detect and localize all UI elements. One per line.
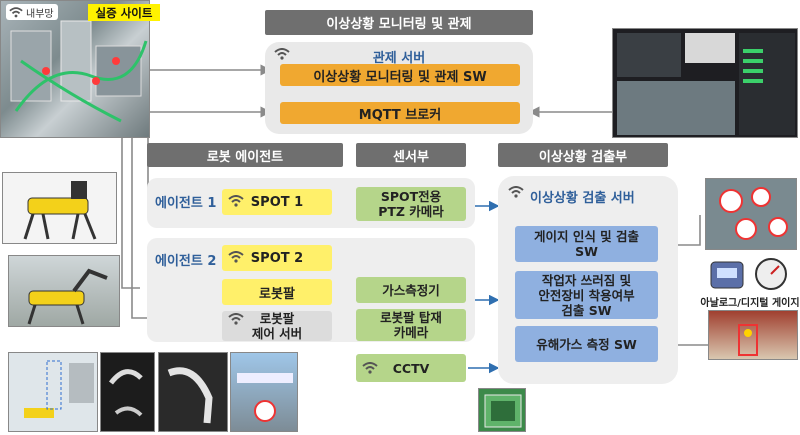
wifi-icon [228, 251, 244, 263]
gauge-detection-photo [705, 178, 797, 250]
gas-sw-box: 유해가스 측정 SW [515, 326, 658, 362]
site-photo [0, 0, 150, 138]
detect-server-title: 이상상황 검출 서버 [530, 191, 635, 206]
ptz-line1: SPOT전용 [380, 189, 442, 204]
spot-arm-art [27, 268, 108, 325]
gauge-camera-photo [230, 352, 298, 432]
arm-camera-line1: 로봇팔 탑재 [380, 310, 442, 325]
gauge-sw-line2: SW [575, 244, 598, 259]
test-site-photo [8, 352, 98, 432]
site-label: 실증 사이트 [88, 4, 160, 21]
gauge-sw-box: 게이지 인식 및 검출 SW [515, 226, 658, 262]
spot1-label: SPOT 1 [250, 194, 304, 210]
spot2-label: SPOT 2 [250, 250, 304, 266]
robot-arm-box: 로봇팔 [222, 279, 332, 305]
wifi-icon [274, 48, 290, 60]
gauge-sample-art [710, 258, 787, 290]
ppe-sw-line3: 검출 SW [561, 302, 612, 318]
arm-camera-line2: 카메라 [393, 325, 429, 340]
arm-camera-box: 로봇팔 탑재 카메라 [356, 309, 466, 341]
monitoring-screen-art [617, 33, 795, 135]
gauge-sample-icons [705, 256, 797, 292]
ptz-line2: PTZ 카메라 [378, 204, 444, 219]
arm-camera-photo-1 [100, 352, 155, 432]
worker-detection-photo [708, 310, 798, 360]
ppe-sw-line2: 안전장비 착용여부 [538, 287, 635, 303]
wifi-icon [228, 195, 244, 207]
line-agent2 [121, 138, 140, 289]
arm-camera-art-1 [109, 369, 143, 417]
gauge-detection-art [719, 187, 788, 240]
agent2-label: 에이전트 2 [155, 254, 217, 269]
cctv-art [484, 394, 522, 428]
worker-detection-art [738, 324, 758, 356]
ptz-camera-box: SPOT전용 PTZ 카메라 [356, 187, 466, 221]
arm-server-line2: 제어 서버 [251, 326, 303, 341]
monitoring-header: 이상상황 모니터링 및 관제 [265, 10, 533, 35]
site-photo-art [10, 20, 148, 123]
ppe-sw-line1: 작업자 쓰러짐 및 [541, 272, 632, 288]
spot2-box: SPOT 2 [222, 245, 332, 271]
cctv-box: CCTV [356, 354, 466, 382]
wifi-icon [228, 313, 244, 325]
sensor-header: 센서부 [356, 143, 466, 167]
arm-camera-photo-2 [158, 352, 228, 432]
gauge-sw-line1: 게이지 인식 및 검출 [533, 229, 640, 244]
agent1-label: 에이전트 1 [155, 196, 217, 211]
mqtt-broker-box: MQTT 브로커 [280, 102, 520, 124]
network-label: 내부망 [26, 8, 54, 20]
gauge-camera-art [237, 373, 293, 422]
network-badge: 내부망 [6, 4, 58, 20]
wifi-icon [362, 362, 378, 374]
arm-server-line1: 로봇팔 [259, 311, 295, 326]
test-site-art [24, 360, 94, 418]
gas-meter-box: 가스측정기 [356, 277, 466, 303]
arm-control-server-box: 로봇팔 제어 서버 [222, 311, 332, 341]
cctv-label: CCTV [392, 360, 430, 376]
spot-robot-art [23, 181, 97, 240]
arm-camera-art-2 [167, 367, 213, 424]
monitoring-screen-photo [612, 28, 798, 138]
ppe-sw-box: 작업자 쓰러짐 및 안전장비 착용여부 검출 SW [515, 271, 658, 319]
spot1-box: SPOT 1 [222, 189, 332, 215]
gauge-caption: 아날로그/디지털 게이지 [700, 298, 800, 309]
cctv-photo [478, 388, 526, 432]
wifi-icon [9, 6, 23, 17]
spot-arm-photo [8, 255, 120, 327]
detect-header: 이상상황 검출부 [498, 143, 668, 167]
monitoring-sw-box: 이상상황 모니터링 및 관제 SW [280, 64, 520, 86]
spot-robot-photo [2, 172, 117, 244]
control-server-title: 관제 서버 [372, 51, 426, 66]
wifi-icon [508, 186, 524, 198]
robot-agent-header: 로봇 에이전트 [147, 143, 343, 167]
